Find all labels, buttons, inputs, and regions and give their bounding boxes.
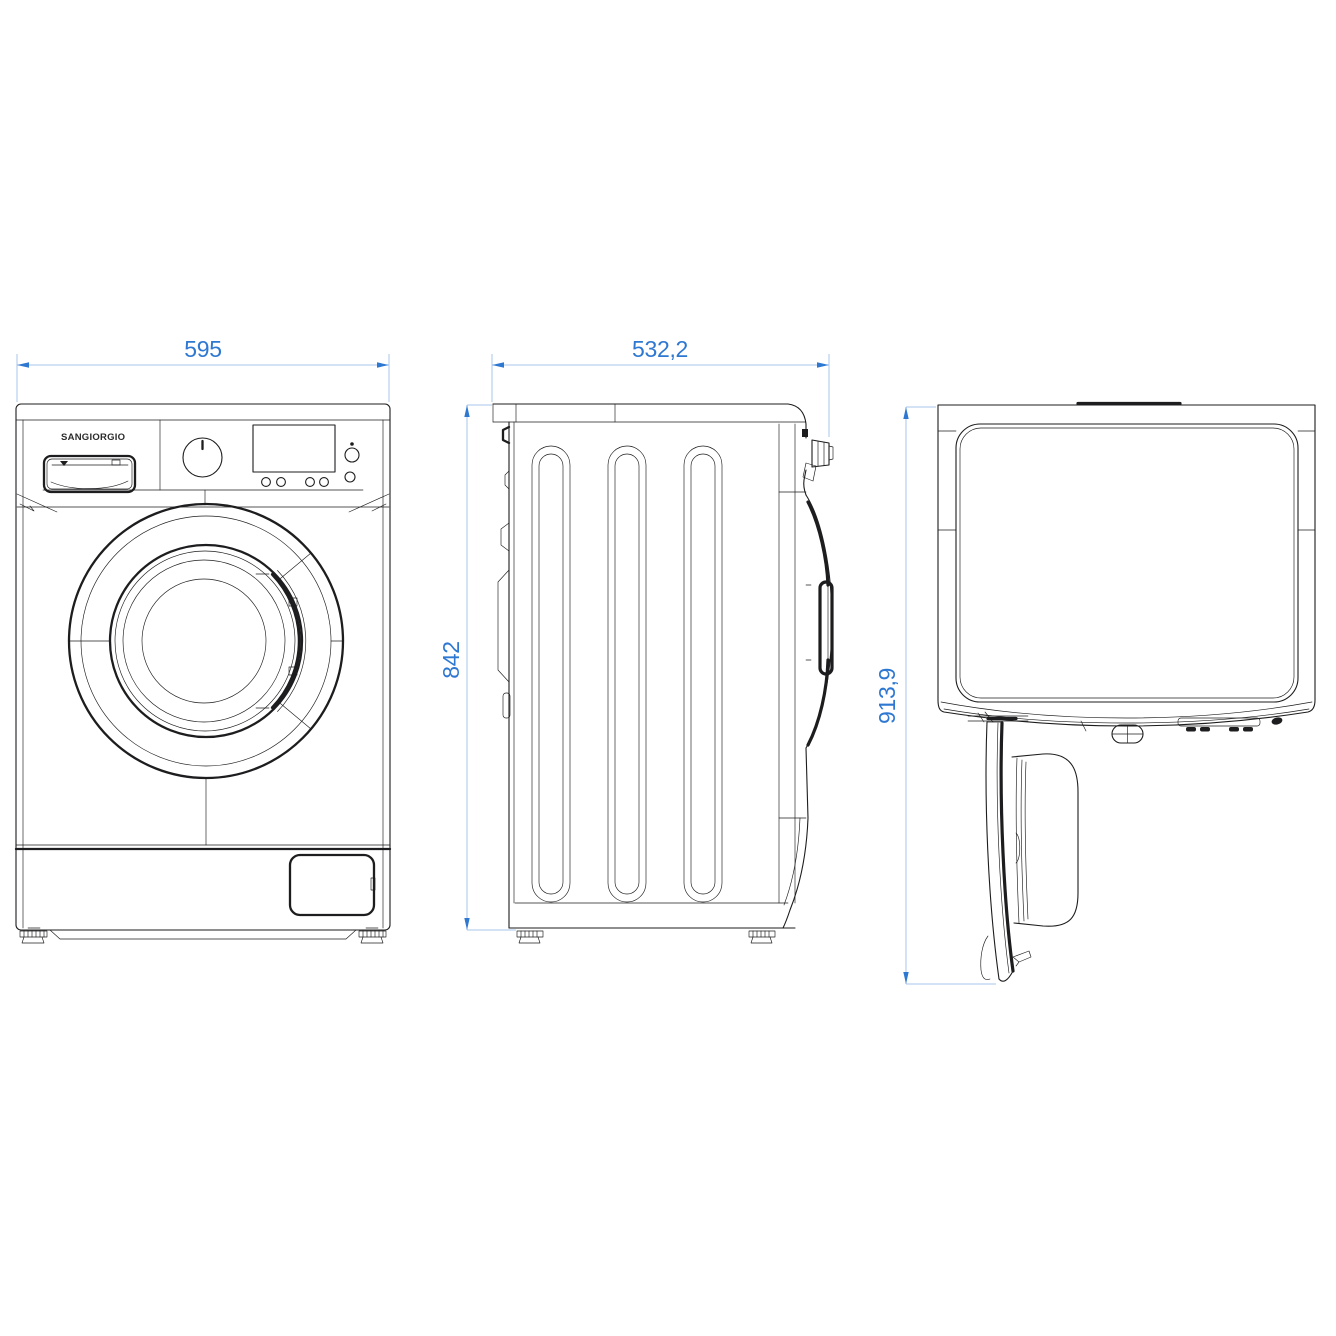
glass-latch xyxy=(1015,832,1021,864)
knob-side-profile xyxy=(811,439,834,468)
arrow-down-icon xyxy=(464,918,470,930)
door-glass-profile xyxy=(818,580,834,676)
lid-inner-edge-2 xyxy=(959,427,1295,699)
door-edge-inner xyxy=(999,721,1015,973)
dim-label-height: 842 xyxy=(438,641,464,678)
latch-profile xyxy=(802,462,817,482)
door-glass-bowl xyxy=(1011,753,1079,927)
dim-side-height: 842 xyxy=(438,404,516,931)
adjustable-foot xyxy=(358,927,387,944)
adjustable-foot xyxy=(748,927,776,944)
program-knob xyxy=(182,437,223,478)
panel-tick xyxy=(1080,720,1087,732)
dim-side-depth: 532,2 xyxy=(491,336,830,437)
rear-panel-profile xyxy=(497,421,515,929)
arrow-left-icon xyxy=(17,362,29,368)
top-lid xyxy=(937,401,1316,727)
hinge-marks xyxy=(977,711,994,723)
option-buttons xyxy=(261,477,329,487)
front-view: 595 SANGIORGIO xyxy=(14,336,392,944)
side-panel-ribs xyxy=(531,445,723,903)
extension-lines xyxy=(491,354,830,437)
indicator-mark xyxy=(802,429,808,437)
door-hook xyxy=(1012,950,1032,967)
buttons-top xyxy=(1177,717,1261,732)
adjustable-foot xyxy=(516,927,544,944)
side-worktop xyxy=(492,403,807,425)
dim-top-open-height: 913,9 xyxy=(874,406,996,985)
door-tip xyxy=(998,970,1014,982)
extension-lines xyxy=(906,406,996,985)
power-led-icon xyxy=(350,442,354,446)
door-seam-ticks xyxy=(68,489,344,846)
front-control-panel: SANGIORGIO xyxy=(42,424,360,494)
detergent-drawer xyxy=(42,454,137,494)
top-view: 913,9 xyxy=(874,401,1316,985)
door-foot-flare xyxy=(980,935,991,980)
open-door xyxy=(977,711,1079,982)
base-recess xyxy=(49,929,357,940)
extension-lines xyxy=(16,354,390,402)
door-handle xyxy=(255,570,307,712)
front-cabinet xyxy=(15,403,391,931)
door-side-profile xyxy=(805,500,834,747)
power-button-top xyxy=(1271,717,1283,725)
porthole-door xyxy=(67,489,345,846)
dim-label-width: 595 xyxy=(184,336,221,362)
door-edge-outer xyxy=(985,721,1000,980)
brand-logo: SANGIORGIO xyxy=(61,432,125,443)
arrow-down-icon xyxy=(903,972,909,984)
dim-front-width: 595 xyxy=(16,336,390,402)
arrow-up-icon xyxy=(464,405,470,417)
dim-label-depth: 532,2 xyxy=(632,336,688,362)
lid-seam-ticks xyxy=(937,430,1316,531)
adjustable-foot xyxy=(19,927,48,944)
start-button-cluster xyxy=(344,442,360,483)
front-profile xyxy=(778,423,834,929)
drawer-top-mark xyxy=(967,715,1029,722)
top-controls xyxy=(967,715,1283,744)
front-feet xyxy=(19,927,387,944)
lid-inner-edge xyxy=(955,423,1299,703)
filter-door xyxy=(288,853,376,917)
knob-top xyxy=(1111,724,1144,744)
rear-slot xyxy=(502,692,511,719)
arrow-right-icon xyxy=(817,362,829,368)
side-view: 532,2 842 xyxy=(438,336,834,944)
arrow-left-icon xyxy=(492,362,504,368)
front-kick-panel xyxy=(14,844,392,940)
side-base xyxy=(508,902,796,944)
display-panel xyxy=(252,424,336,473)
arrow-up-icon xyxy=(903,407,909,419)
arrow-right-icon xyxy=(377,362,389,368)
extension-lines xyxy=(467,404,516,931)
dim-label-open-height: 913,9 xyxy=(874,668,900,724)
